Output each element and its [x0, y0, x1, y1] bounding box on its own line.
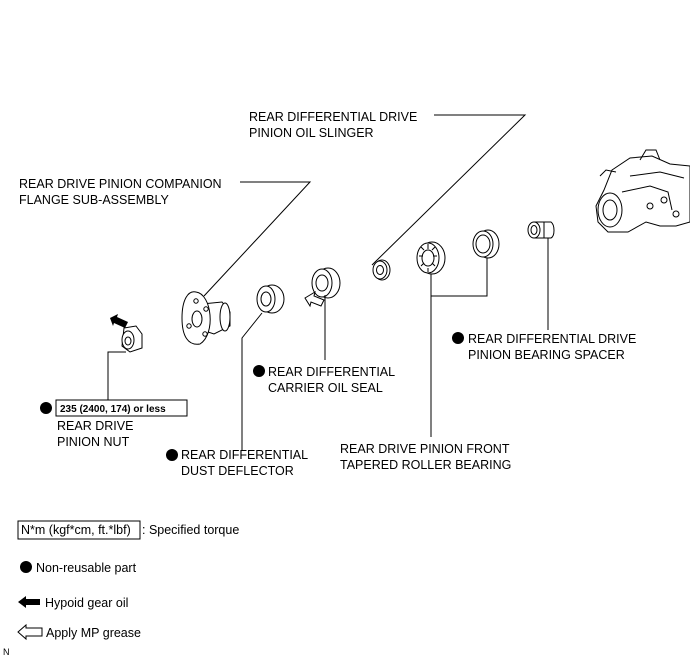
bearing-race-part — [472, 229, 500, 259]
front-bearing-part — [416, 241, 446, 275]
pinion-nut-part — [121, 325, 143, 353]
non-reusable-bullet-icon — [166, 449, 178, 461]
non-reusable-bullet-icon — [40, 402, 52, 414]
legend-hypoid-oil: Hypoid gear oil — [45, 596, 128, 610]
torque-value-box — [55, 399, 188, 417]
companion-flange-label-line1: REAR DRIVE PINION COMPANION — [19, 177, 222, 191]
oil-slinger-label-line1: REAR DIFFERENTIAL DRIVE — [249, 110, 417, 124]
pinion-nut-label-line1: REAR DRIVE — [57, 419, 133, 433]
legend-torque-units: N*m (kgf*cm, ft.*lbf) — [21, 523, 131, 537]
torque-units-box — [17, 520, 141, 540]
leader-lines — [107, 114, 549, 450]
torque-value: 235 (2400, 174) or less — [60, 404, 166, 415]
hypoid-oil-arrow-icon — [110, 314, 128, 328]
dust-deflector-label-line1: REAR DIFFERENTIAL — [181, 448, 308, 462]
pinion-nut-label-line2: PINION NUT — [57, 435, 130, 449]
legend-non-reusable: Non-reusable part — [36, 561, 137, 575]
mp-grease-icon — [17, 623, 43, 641]
front-bearing-label-line2: TAPERED ROLLER BEARING — [340, 458, 511, 472]
non-reusable-icon — [20, 561, 32, 573]
bearing-spacer-part — [527, 221, 555, 239]
oil-slinger-label-line2: PINION OIL SLINGER — [249, 126, 374, 140]
legend-torque-text: : Specified torque — [142, 523, 239, 537]
companion-flange-part — [181, 291, 231, 345]
oil-slinger-part — [372, 259, 391, 281]
non-reusable-bullet-icon — [452, 332, 464, 344]
legend-mp-grease: Apply MP grease — [46, 626, 141, 640]
hypoid-oil-icon — [18, 596, 40, 608]
carrier-oil-seal-part — [311, 267, 341, 299]
corner-mark: N — [3, 647, 10, 657]
bearing-spacer-label-line2: PINION BEARING SPACER — [468, 348, 625, 362]
dust-deflector-part — [256, 284, 285, 314]
carrier-oil-seal-label-line2: CARRIER OIL SEAL — [268, 381, 383, 395]
non-reusable-bullet-icon — [253, 365, 265, 377]
companion-flange-label-line2: FLANGE SUB-ASSEMBLY — [19, 193, 169, 207]
bearing-spacer-label-line1: REAR DIFFERENTIAL DRIVE — [468, 332, 636, 346]
front-bearing-label-line1: REAR DRIVE PINION FRONT — [340, 442, 510, 456]
mp-grease-arrow-icon — [304, 290, 325, 308]
legend: N*m (kgf*cm, ft.*lbf) : Specified torque… — [17, 520, 239, 641]
carrier-oil-seal-label-line1: REAR DIFFERENTIAL — [268, 365, 395, 379]
differential-carrier-illustration — [595, 149, 690, 233]
dust-deflector-label-line2: DUST DEFLECTOR — [181, 464, 294, 478]
